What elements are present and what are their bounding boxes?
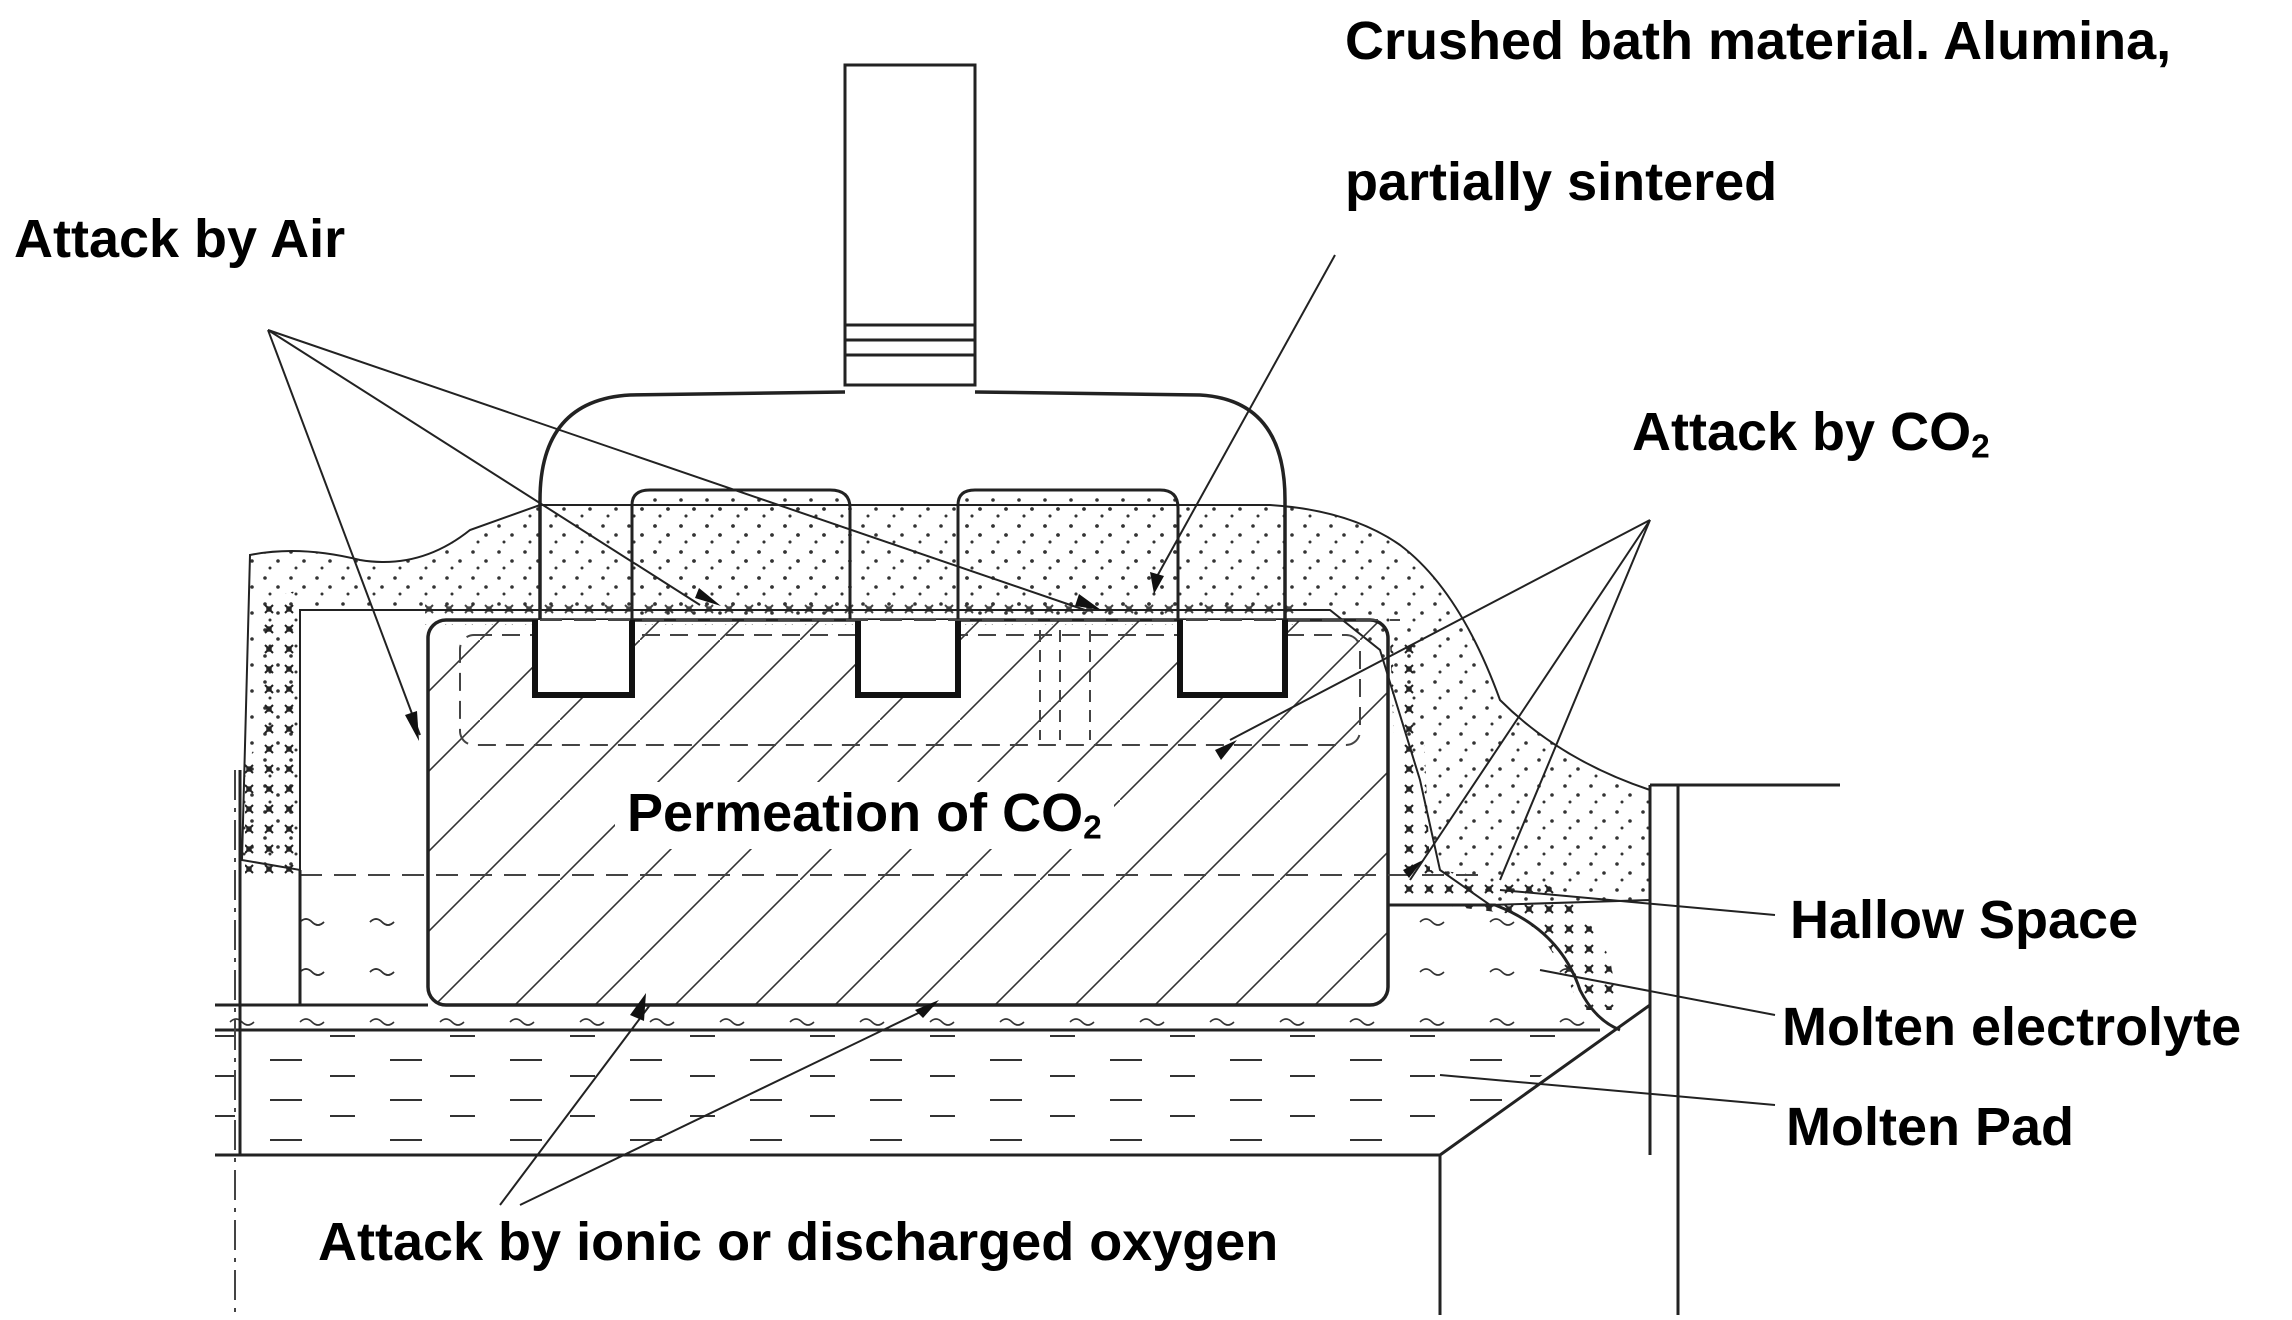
leader-air-1: [267, 329, 421, 736]
leader-co2-3: [1499, 519, 1651, 881]
label-permeation-text: Permeation of CO: [627, 783, 1084, 843]
sintered-layer-left: [245, 590, 300, 875]
label-molten-electrolyte: Molten electrolyte: [1782, 997, 2242, 1057]
leader-crushed: [1154, 254, 1336, 581]
label-attack-by-air: Attack by Air: [14, 209, 346, 269]
label-permeation-of-co2: Permeation of CO2: [615, 782, 1114, 849]
leader-electrolyte: [1539, 969, 1776, 1016]
label-attack-by-ionic-oxygen: Attack by ionic or discharged oxygen: [318, 1212, 1279, 1272]
label-crushed-bath-line1: Crushed bath material. Alumina,: [1345, 11, 2172, 71]
label-attack-by-co2: Attack by CO2: [1632, 405, 1990, 464]
anode-rod: [843, 63, 977, 387]
label-permeation-subscript: 2: [1083, 809, 1102, 847]
leader-ionic-2: [519, 1004, 936, 1206]
stub-3: [1177, 620, 1288, 698]
leader-lines: [267, 254, 1776, 1206]
cell-wall-right: [1438, 783, 1840, 1315]
sintered-layer-right: [1390, 640, 1620, 1010]
label-attack-by-co2-text: Attack by CO: [1632, 402, 1972, 462]
molten-electrolyte-left: [300, 905, 428, 1005]
leader-pad: [1439, 1074, 1776, 1106]
molten-pad-zone: [215, 1030, 1600, 1155]
attack-arrowheads: [405, 572, 1423, 1021]
leader-co2-1: [1229, 519, 1651, 741]
leader-air-3: [267, 329, 1086, 611]
leader-co2-2: [1409, 519, 1651, 881]
label-hallow-space: Hallow Space: [1790, 890, 2139, 950]
leader-hallow: [1499, 889, 1776, 916]
leader-ionic-1: [499, 1004, 651, 1206]
stub-1: [532, 620, 635, 698]
label-attack-by-co2-subscript: 2: [1971, 428, 1990, 466]
stub-2: [855, 620, 961, 698]
label-molten-pad: Molten Pad: [1786, 1097, 2075, 1157]
yoke: [538, 390, 1287, 620]
leader-air-2: [267, 329, 701, 606]
label-crushed-bath-line2: partially sintered: [1345, 152, 1778, 212]
stub-pocket-1: [630, 488, 852, 622]
stub-pocket-2: [956, 488, 1180, 622]
